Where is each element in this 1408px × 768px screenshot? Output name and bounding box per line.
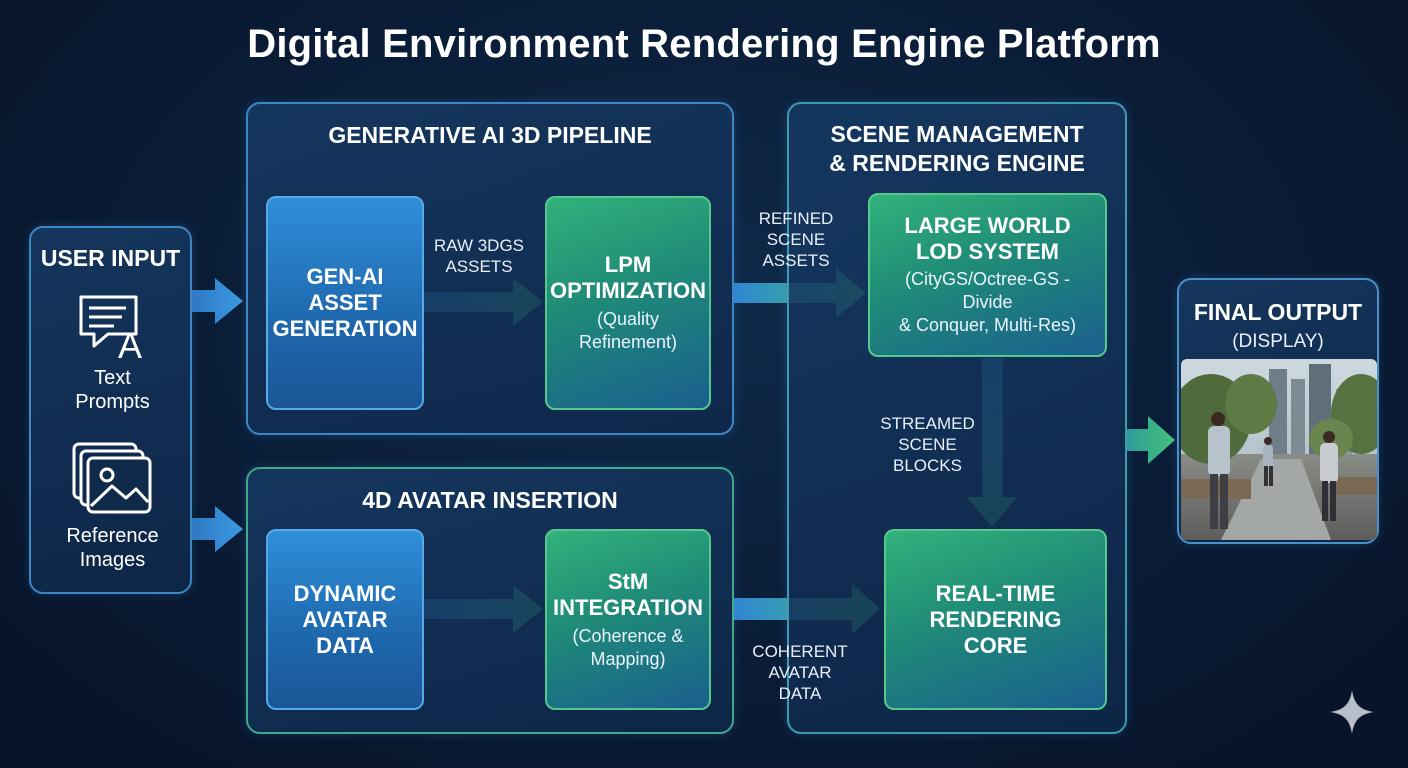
svg-text:A: A [118,325,142,360]
scene-management-title: SCENE MANAGEMENT & RENDERING ENGINE [829,121,1085,176]
arrow-input-to-genai [192,278,243,324]
city-scene-image [1181,359,1377,540]
text-prompt-icon: A [79,295,142,360]
raw-3dgs-assets-label: RAW 3DGS ASSETS [433,236,525,276]
genai-asset-generation-box: GEN-AI ASSET GENERATION [266,196,424,410]
user-input-panel: USER INPUT A Text Prompts Reference Imag… [29,226,192,594]
stm-integration-box: StM INTEGRATION (Coherence & Mapping) [545,529,711,710]
lpm-optimization-box: LPM OPTIMIZATION (Quality Refinement) [545,196,711,410]
page-title: Digital Environment Rendering Engine Pla… [247,22,1161,66]
image-stack-icon [72,442,152,514]
avatar-insertion-title: 4D AVATAR INSERTION [362,487,618,513]
city-scene-preview [1181,359,1377,540]
arrow-input-to-avatar [192,506,243,552]
reference-images-label: Reference Images [66,525,159,571]
arrow-engine-to-output [1127,416,1175,464]
dynamic-avatar-data-box: DYNAMIC AVATAR DATA [266,529,424,710]
refined-scene-assets-label: REFINED SCENE ASSETS [758,209,834,270]
text-prompts-label: Text Prompts [75,367,150,413]
genai-pipeline-title: GENERATIVE AI 3D PIPELINE [328,122,652,148]
lod-system-box: LARGE WORLD LOD SYSTEM (CityGS/Octree-GS… [868,193,1107,357]
rendering-core-box: REAL-TIME RENDERING CORE [884,529,1107,710]
final-output-title: FINAL OUTPUT [1193,299,1363,325]
coherent-avatar-data-label: COHERENT AVATAR DATA [752,642,848,703]
user-input-title: USER INPUT [40,245,181,271]
streamed-scene-blocks-label: STREAMED SCENE BLOCKS [880,414,975,475]
final-output-sub: (DISPLAY) [1232,331,1324,352]
sparkle-icon [1330,690,1374,734]
